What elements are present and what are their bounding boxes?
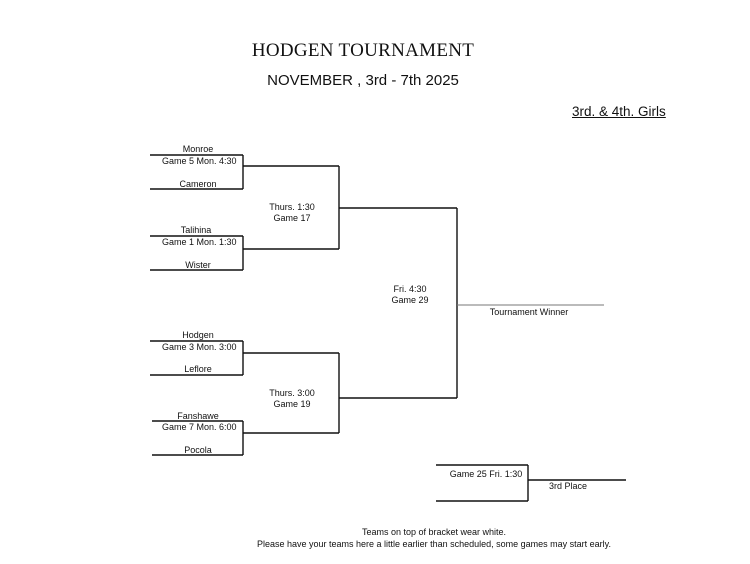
- team-monroe: Monroe: [182, 144, 214, 154]
- game5-label: Game 5 Mon. 4:30: [162, 156, 237, 166]
- team-cameron: Cameron: [179, 179, 217, 189]
- game29-name: Game 29: [391, 295, 429, 305]
- tournament-winner-label: Tournament Winner: [489, 307, 569, 317]
- tournament-title: HODGEN TOURNAMENT: [251, 40, 475, 61]
- game25-label: Game 25 Fri. 1:30: [449, 469, 523, 479]
- game19-name: Game 19: [273, 399, 311, 409]
- team-hodgen: Hodgen: [182, 330, 214, 340]
- game17-time: Thurs. 1:30: [269, 202, 315, 212]
- team-leflore: Leflore: [184, 364, 212, 374]
- game19-time: Thurs. 3:00: [269, 388, 315, 398]
- game17-name: Game 17: [273, 213, 311, 223]
- game3-label: Game 3 Mon. 3:00: [162, 342, 237, 352]
- tournament-dates: NOVEMBER , 3rd - 7th 2025: [267, 72, 459, 89]
- team-wister: Wister: [185, 260, 211, 270]
- team-talihina: Talihina: [180, 225, 212, 235]
- game7-label: Game 7 Mon. 6:00: [162, 422, 237, 432]
- team-fanshawe: Fanshawe: [177, 411, 219, 421]
- note-arrive-early: Please have your teams here a little ear…: [256, 539, 611, 549]
- game29-time: Fri. 4:30: [393, 284, 427, 294]
- division-label: 3rd. & 4th. Girls: [572, 104, 666, 119]
- third-place-label: 3rd Place: [548, 481, 588, 491]
- note-wear-white: Teams on top of bracket wear white.: [361, 527, 507, 537]
- game1-label: Game 1 Mon. 1:30: [162, 237, 237, 247]
- team-pocola: Pocola: [184, 445, 212, 455]
